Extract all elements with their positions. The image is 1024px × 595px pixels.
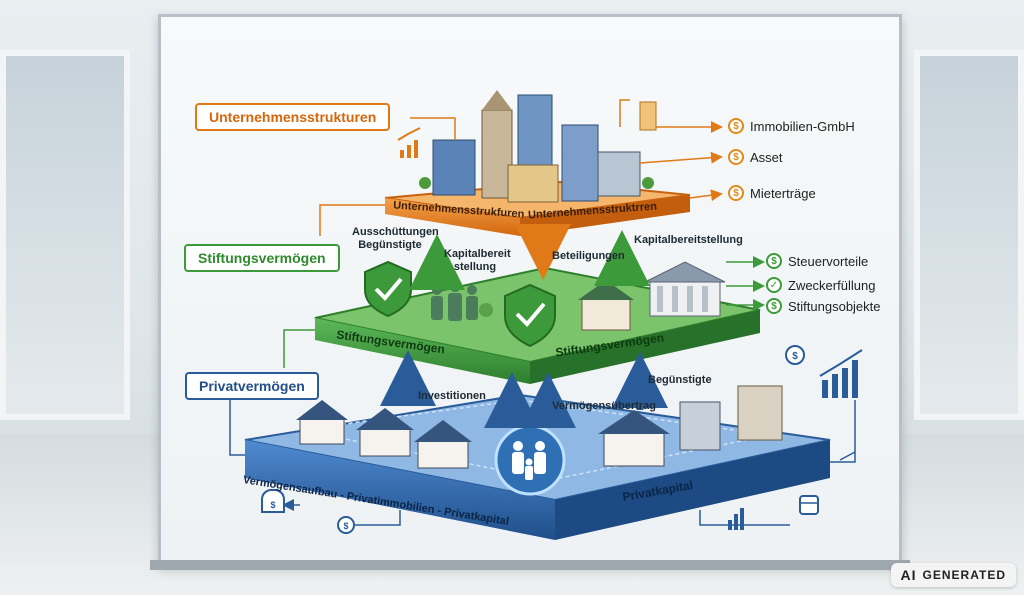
family-icon [494, 424, 566, 496]
house-icon [578, 280, 634, 331]
room-window-left [0, 50, 130, 420]
ai-generated-badge: AI GENERATED [890, 563, 1016, 587]
generated-text: GENERATED [922, 568, 1006, 582]
zweck-item: ✓ Zweckerfüllung [766, 277, 875, 293]
svg-text:$: $ [270, 500, 275, 510]
ausschuettungen-label: Ausschüttungen Begünstigte [352, 226, 439, 251]
bar-chart-icon [397, 127, 421, 158]
svg-text:$: $ [792, 351, 798, 362]
svg-text:$: $ [343, 521, 348, 531]
coin-icon: $ [766, 298, 782, 314]
house-icon [296, 400, 670, 469]
asset-label: Asset [750, 149, 783, 165]
zweck-label: Zweckerfüllung [788, 277, 876, 293]
building-icon [639, 101, 657, 131]
mieter-label: Mieterträge [750, 185, 816, 201]
coin-icon: $ [728, 149, 744, 165]
kapitalbereitstellung-label: Kapitalbereitstellung [634, 234, 743, 246]
immobilien-label: Immobilien-GmbH [750, 118, 855, 134]
steuer-item: $ Steuervorteile [766, 253, 868, 269]
objekte-label: Stiftungsobjekte [788, 298, 881, 314]
bank-icon [644, 261, 726, 317]
building-icon [679, 385, 783, 451]
coin-icon: $ [337, 516, 355, 534]
vermoegensuebertrag-label: Vermögensübertrag [552, 400, 656, 412]
beteiligungen-label: Beteiligungen [552, 250, 625, 262]
beguenstigte-label: Begünstigte [648, 374, 712, 386]
privat-tag: Privatvermögen [185, 372, 319, 400]
unternehmen-tag: Unternehmensstrukturen [195, 103, 391, 131]
immobilien-item: $ Immobilien-GmbH [728, 118, 855, 134]
kapitalbereit-label: Kapitalbereit stellung [444, 248, 511, 273]
bar-chart-icon [728, 508, 744, 530]
coin-icon: $ [785, 345, 805, 365]
money-bag-icon: $ [261, 489, 285, 513]
shield-check-icon [504, 283, 556, 348]
room-window-right [914, 50, 1024, 420]
objekte-item: $ Stiftungsobjekte [766, 298, 881, 314]
coin-icon: $ [766, 253, 782, 269]
whiteboard-rail [150, 560, 910, 570]
steuer-label: Steuervorteile [788, 253, 869, 269]
coin-icon: $ [728, 185, 744, 201]
database-icon [799, 495, 819, 515]
shield-check-icon [364, 260, 412, 318]
coin-icon: $ [728, 118, 744, 134]
flow-arrows [380, 224, 668, 428]
mieter-item: $ Mieterträge [728, 185, 816, 201]
investitionen-label: Investitionen [418, 390, 486, 402]
stiftung-tag: Stiftungsvermögen [184, 244, 340, 272]
ai-text: AI [900, 567, 917, 583]
bar-chart-icon [819, 349, 863, 398]
asset-item: $ Asset [728, 149, 783, 165]
check-icon: ✓ [766, 277, 782, 293]
building-icon [419, 90, 654, 203]
